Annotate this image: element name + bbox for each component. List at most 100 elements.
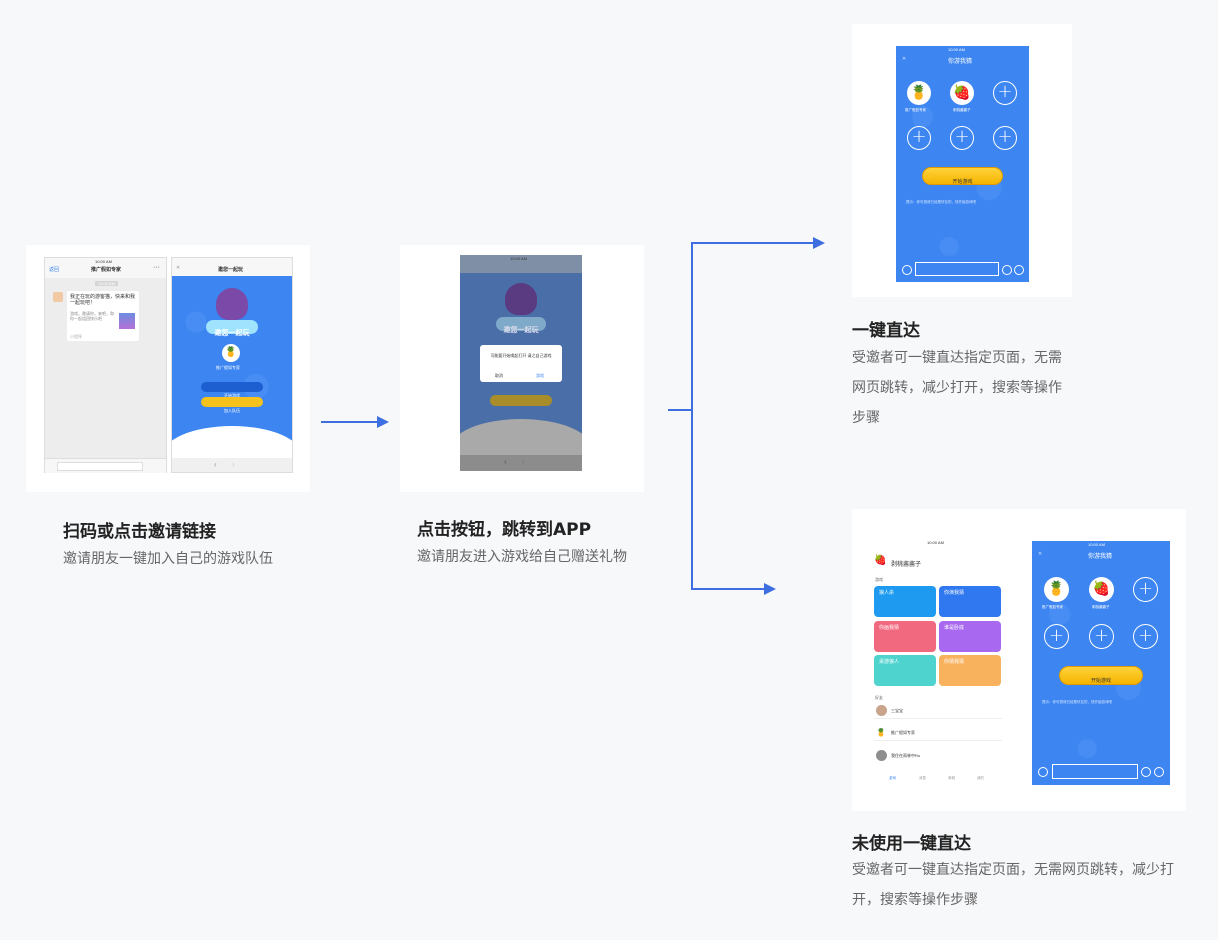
member-name-1: 推广假如专家	[905, 108, 926, 112]
bottom-tab-bar: 游戏 消息 商城 我的	[869, 765, 1007, 783]
game-tile[interactable]: 你演我猜	[939, 586, 1001, 617]
user-avatar: 🍓	[874, 555, 887, 566]
dim-yellow-button	[490, 395, 552, 406]
branch-stem	[668, 409, 692, 411]
chat-time: 10:00 AM	[95, 281, 118, 286]
smile-icon[interactable]	[1141, 767, 1151, 777]
start-game-button-a[interactable]: 开始游戏	[922, 167, 1003, 185]
share-message: 我正在玩的游客猫，快来和我一起玩吧！	[70, 294, 136, 306]
room-screen-a: 10:00 AM ✕ 你游我猜 🍍 推广假如专家 🍓 剥桃酱酱子 + + + +…	[896, 46, 1029, 282]
friend-row[interactable]: 三宝宝	[874, 703, 1002, 719]
flow-arrow-1	[321, 421, 379, 423]
add-member-button[interactable]: +	[993, 126, 1017, 150]
add-member-button[interactable]: +	[1089, 624, 1114, 649]
add-member-button[interactable]: +	[993, 81, 1017, 105]
friend-avatar: 🍍	[876, 728, 886, 737]
friend-avatar	[876, 705, 887, 716]
add-member-button[interactable]: +	[950, 126, 974, 150]
chat-title: 推广假如专家	[91, 267, 122, 273]
result-a-card: 10:00 AM ✕ 你游我猜 🍍 推广假如专家 🍓 剥桃酱酱子 + + + +…	[852, 24, 1072, 297]
smile-icon[interactable]	[1002, 265, 1012, 275]
game-tile[interactable]: 谁是卧底	[939, 621, 1001, 652]
branch-bottom-head	[764, 583, 776, 595]
step1-desc: 邀请朋友一键加入自己的游戏队伍	[63, 551, 273, 567]
chat-input-bar[interactable]	[45, 458, 166, 473]
inviter-avatar: 🍍	[222, 344, 240, 362]
room-tip-b: 提示：你可邀请已经是好友的，快开始游戏吧	[1042, 700, 1112, 704]
member-name-2: 剥桃酱酱子	[1092, 605, 1110, 609]
share-thumb	[119, 313, 135, 329]
nav-forward-icon-2[interactable]: ›	[522, 457, 525, 466]
tab-games[interactable]: 游戏	[889, 776, 896, 780]
shared-card[interactable]: 我正在玩的游客猫，快来和我一起玩吧！ 游戏，邀请你，来吧，和你一起组团快乐吧 小…	[67, 291, 139, 341]
room-close-icon-b[interactable]: ✕	[1038, 551, 1043, 557]
back-button[interactable]: 返回	[49, 267, 60, 273]
games-section-title: 游戏	[875, 577, 883, 582]
game-tile[interactable]: 你猜我猜	[939, 655, 1001, 686]
add-member-button[interactable]: +	[907, 126, 931, 150]
chat-input-b[interactable]	[1052, 764, 1138, 779]
chat-input-a[interactable]	[915, 262, 999, 276]
status-time-4: 10:00 AM	[927, 540, 944, 545]
dialog-cancel-button[interactable]: 取消	[495, 373, 503, 378]
plus-icon[interactable]	[1154, 767, 1164, 777]
plus-icon[interactable]	[1014, 265, 1024, 275]
step1-title: 扫码或点击邀请链接	[63, 522, 216, 542]
add-member-button[interactable]: +	[1133, 624, 1158, 649]
friend-row[interactable]: 🍍 推广假如专家	[874, 725, 1002, 741]
member-name-2: 剥桃酱酱子	[953, 108, 971, 112]
invite-banner-2: 邀您一起玩	[496, 317, 546, 334]
tab-shop[interactable]: 商城	[948, 776, 955, 780]
emoji-icon[interactable]	[902, 265, 912, 275]
branch-vertical	[691, 243, 693, 590]
result-a-desc: 受邀者可一键直达指定页面，无需网页跳转，减少打开，搜索等操作步骤	[852, 350, 1062, 426]
nav-back-icon-2[interactable]: ‹	[504, 457, 507, 466]
invite-page-title: 邀您一起玩	[218, 267, 244, 273]
open-app-dialog[interactable]: 可能要开始唤起打开 请之自己游戏 取消 游戏	[480, 345, 562, 382]
join-team-button[interactable]: 加入队伍	[201, 397, 263, 413]
game-tile[interactable]: 狼人杀	[874, 586, 936, 617]
branch-top-head	[813, 237, 825, 249]
dialog-message: 可能要开始唤起打开 请之自己游戏	[490, 353, 552, 358]
cat-mascot-2	[505, 283, 537, 315]
friend-row[interactable]: 我住在雨林中Ru	[874, 748, 1002, 763]
close-icon[interactable]: ✕	[176, 265, 181, 271]
result-b-card: 10:00 AM 🍓 剥桃酱酱子 游戏 狼人杀 你演我猜 你画我猜 谁是卧底 桌…	[852, 509, 1186, 811]
result-b-desc: 受邀者可一键直达指定页面，无需网页跳转，减少打开，搜索等操作步骤	[852, 862, 1174, 908]
nav-forward-icon[interactable]: ›	[232, 460, 235, 469]
step1-card: 10:00 AM 返回 推广假如专家 ··· 10:00 AM 我正在玩的游客猫…	[26, 245, 310, 492]
member-name-1: 推广假如专家	[1042, 605, 1063, 609]
sender-avatar	[53, 292, 63, 302]
start-game-button[interactable]: 开始游戏	[201, 382, 263, 398]
chat-phone-screen: 10:00 AM 返回 推广假如专家 ··· 10:00 AM 我正在玩的游客猫…	[44, 257, 167, 473]
add-member-button[interactable]: +	[1133, 577, 1158, 602]
start-game-button-b[interactable]: 开始游戏	[1059, 666, 1143, 685]
nav-back-icon[interactable]: ‹	[214, 460, 217, 469]
more-icon[interactable]: ···	[153, 264, 160, 271]
branch-bottom	[691, 588, 766, 590]
room-title-b: 你游我猜	[1088, 554, 1113, 560]
game-tile[interactable]: 桌游狼人	[874, 655, 936, 686]
inviter-name: 推广假如专家	[216, 365, 240, 370]
share-sub: 游戏，邀请你，来吧，和你一起组团快乐吧	[70, 311, 114, 321]
step2-title: 点击按钮，跳转到APP	[417, 520, 592, 540]
tab-messages[interactable]: 消息	[919, 776, 926, 780]
member-avatar-2: 🍓	[1089, 577, 1114, 602]
status-time-2: 10:00 AM	[510, 256, 527, 261]
tab-me[interactable]: 我的	[977, 776, 984, 780]
emoji-icon[interactable]	[1038, 767, 1048, 777]
add-member-button[interactable]: +	[1044, 624, 1069, 649]
dialog-phone-screen: 10:00 AM 邀您一起玩 可能要开始唤起打开 请之自己游戏 取消 游戏 ‹ …	[460, 255, 582, 471]
share-source: 小程序	[70, 334, 82, 339]
dialog-confirm-button[interactable]: 游戏	[536, 373, 544, 378]
step2-desc: 邀请朋友进入游戏给自己赠送礼物	[417, 549, 627, 565]
step2-card: 10:00 AM 邀您一起玩 可能要开始唤起打开 请之自己游戏 取消 游戏 ‹ …	[400, 245, 644, 492]
member-avatar-1: 🍍	[1044, 577, 1069, 602]
game-tile[interactable]: 你画我猜	[874, 621, 936, 652]
home-user-name: 剥桃酱酱子	[891, 562, 922, 568]
member-avatar-1: 🍍	[907, 81, 931, 105]
room-close-icon[interactable]: ✕	[902, 56, 907, 62]
home-screen: 10:00 AM 🍓 剥桃酱酱子 游戏 狼人杀 你演我猜 你画我猜 谁是卧底 桌…	[869, 539, 1007, 783]
status-time: 10:00 AM	[95, 259, 112, 264]
result-a-title: 一键直达	[852, 321, 920, 341]
